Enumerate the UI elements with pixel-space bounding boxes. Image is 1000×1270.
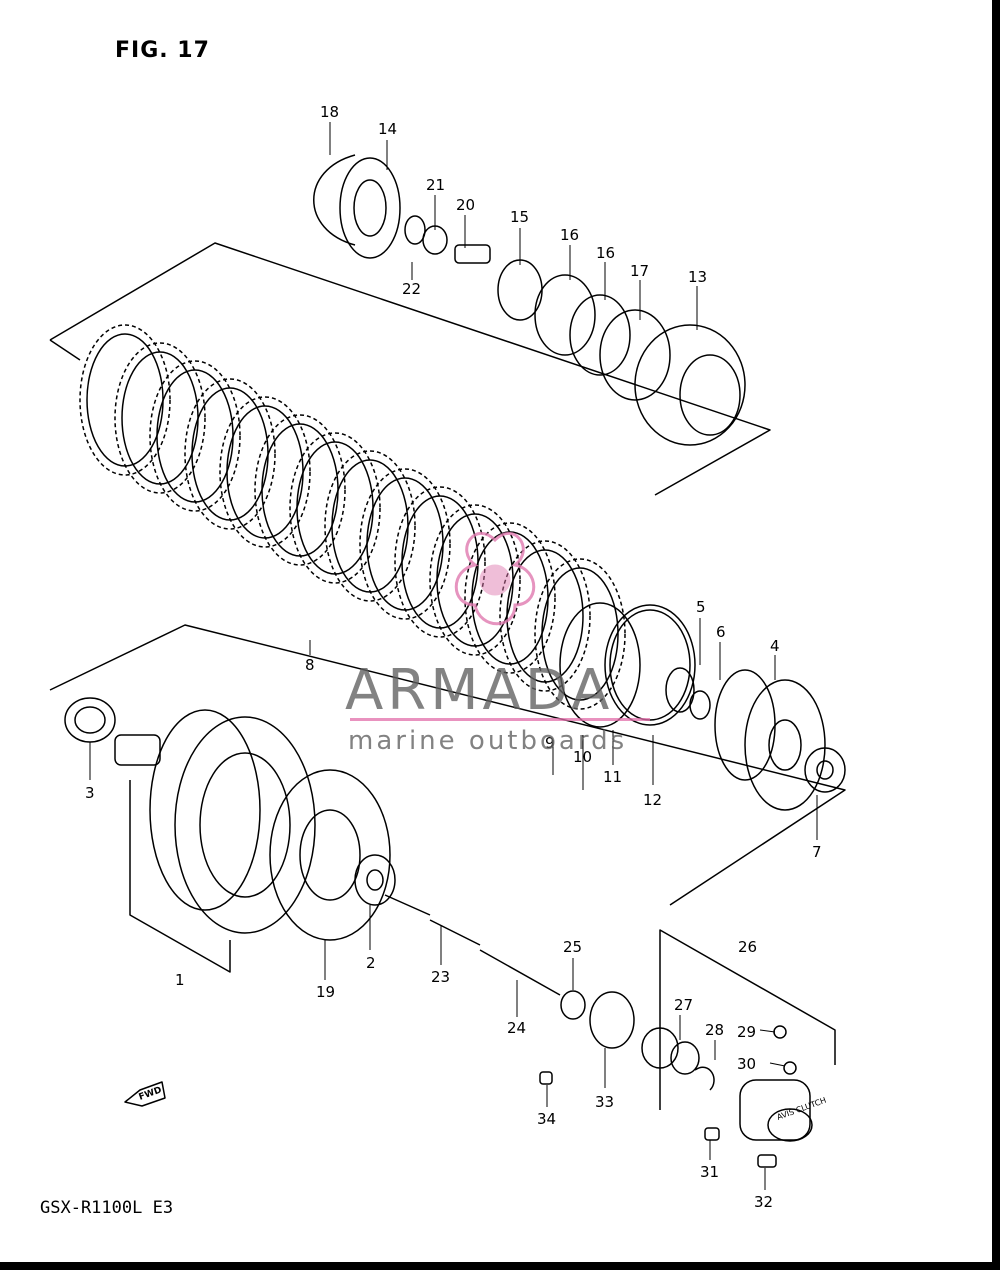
callout-5: 5 — [696, 598, 706, 616]
callout-16a: 16 — [560, 226, 579, 244]
callout-6: 6 — [716, 623, 726, 641]
callout-31: 31 — [700, 1163, 719, 1181]
callout-23: 23 — [431, 968, 450, 986]
group-bracket-top — [49, 242, 771, 496]
callout-28: 28 — [705, 1021, 724, 1039]
callout-22: 22 — [402, 280, 421, 298]
callout-3: 3 — [85, 784, 95, 802]
callout-27: 27 — [674, 996, 693, 1014]
watermark-brand: ARMADA — [345, 658, 614, 723]
callout-20: 20 — [456, 196, 475, 214]
callout-32: 32 — [754, 1193, 773, 1211]
slave-cylinder-label: AVIS CLUTCH — [776, 1096, 828, 1122]
callout-14: 14 — [378, 120, 397, 138]
callout-17: 17 — [630, 262, 649, 280]
clutch-plate-stack — [79, 324, 626, 710]
callout-29: 29 — [737, 1023, 756, 1041]
callout-30: 30 — [737, 1055, 756, 1073]
watermark-logo-icon — [454, 531, 536, 626]
callout-labels: 1 2 3 4 5 6 7 8 9 10 11 12 13 14 15 16 1… — [85, 103, 822, 1211]
callout-33: 33 — [595, 1093, 614, 1111]
callout-21: 21 — [426, 176, 445, 194]
callout-1: 1 — [175, 971, 185, 989]
border-right — [992, 0, 1000, 1270]
watermark-tagline: marine outboards — [348, 726, 628, 756]
callout-7: 7 — [812, 843, 822, 861]
fwd-arrow-icon — [124, 1081, 166, 1107]
callout-4: 4 — [770, 637, 780, 655]
watermark-underline — [350, 718, 650, 721]
figure-title: FIG. 17 — [115, 38, 210, 63]
callout-34: 34 — [537, 1110, 556, 1128]
callout-11: 11 — [603, 768, 622, 786]
callout-19: 19 — [316, 983, 335, 1001]
group-bracket-middle — [49, 624, 846, 906]
callout-18: 18 — [320, 103, 339, 121]
callout-25: 25 — [563, 938, 582, 956]
model-code: GSX-R1100L E3 — [40, 1198, 174, 1218]
callout-26: 26 — [738, 938, 757, 956]
callout-12: 12 — [643, 791, 662, 809]
callout-15: 15 — [510, 208, 529, 226]
callout-10: 10 — [573, 748, 592, 766]
callout-8: 8 — [305, 656, 315, 674]
callout-16b: 16 — [596, 244, 615, 262]
group-bracket-26 — [659, 929, 836, 1110]
border-bottom — [0, 1262, 1000, 1270]
callout-9: 9 — [545, 734, 555, 752]
callout-24: 24 — [507, 1019, 526, 1037]
callout-2: 2 — [366, 954, 376, 972]
callout-13: 13 — [688, 268, 707, 286]
